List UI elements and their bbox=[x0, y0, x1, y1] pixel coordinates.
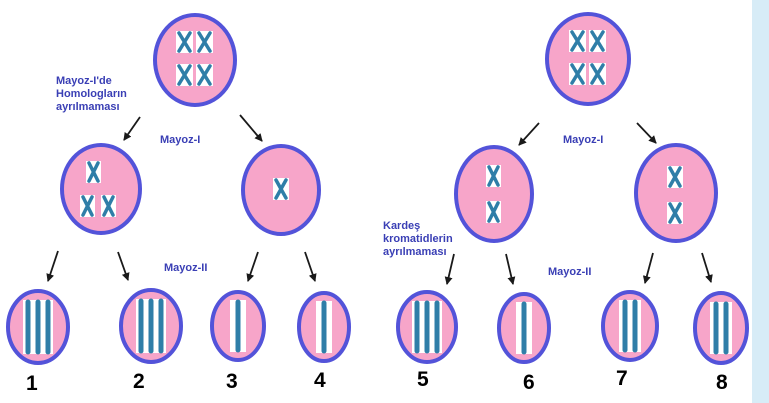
label-line: ayrılmaması bbox=[56, 101, 127, 114]
gamete-4 bbox=[299, 293, 349, 361]
chromosome-x bbox=[176, 31, 193, 53]
arrow bbox=[637, 123, 656, 143]
arrow bbox=[702, 253, 711, 282]
chromosome-x bbox=[486, 165, 501, 187]
chromosome-x bbox=[569, 30, 586, 52]
gamete-3 bbox=[212, 292, 264, 360]
label-meiosis2-right: Mayoz-II bbox=[548, 266, 591, 279]
arrows bbox=[48, 115, 711, 284]
chromosome-x bbox=[569, 63, 586, 85]
arrow bbox=[124, 117, 140, 140]
meiosis1-cell-right-b bbox=[636, 145, 716, 241]
label-line: Homologların bbox=[56, 88, 127, 101]
arrow bbox=[519, 123, 539, 145]
label-line: kromatidlerin bbox=[383, 233, 453, 246]
chromosome-x bbox=[589, 63, 606, 85]
arrow bbox=[118, 252, 128, 280]
gamete-5 bbox=[398, 292, 456, 362]
arrow bbox=[240, 115, 262, 141]
chromosome-x bbox=[273, 178, 289, 200]
label-line: Kardeş bbox=[383, 220, 453, 233]
gamete-number-3: 3 bbox=[226, 370, 238, 394]
arrow bbox=[248, 252, 258, 281]
chromosome-x bbox=[80, 195, 95, 217]
chromosome-x bbox=[196, 31, 213, 53]
label-homolog-nondisjunction: Mayoz-I'de Homologların ayrılmaması bbox=[56, 75, 127, 114]
meiosis1-cell-left-a bbox=[62, 145, 140, 233]
side-panel bbox=[752, 0, 769, 403]
chromosome-x bbox=[101, 195, 116, 217]
label-meiosis1-right: Mayoz-I bbox=[563, 134, 603, 147]
gamete-number-1: 1 bbox=[26, 372, 38, 396]
chromosome-x bbox=[589, 30, 606, 52]
parent-cell-right bbox=[547, 14, 629, 104]
chromosome-x bbox=[667, 166, 683, 188]
gamete-number-6: 6 bbox=[523, 371, 535, 395]
gamete-number-8: 8 bbox=[716, 371, 728, 395]
meiosis1-cell-left-b bbox=[243, 146, 319, 234]
gamete-number-4: 4 bbox=[314, 369, 326, 393]
gamete-7 bbox=[603, 292, 657, 360]
label-line: ayrılmaması bbox=[383, 246, 453, 259]
gamete-1 bbox=[8, 291, 68, 363]
label-line: Mayoz-I'de bbox=[56, 75, 127, 88]
arrow bbox=[305, 252, 315, 281]
label-meiosis2-left: Mayoz-II bbox=[164, 262, 207, 275]
gamete-number-5: 5 bbox=[417, 368, 429, 392]
label-meiosis1-left: Mayoz-I bbox=[160, 134, 200, 147]
gamete-2 bbox=[121, 290, 181, 362]
chromosome-x bbox=[176, 64, 193, 86]
gamete-6 bbox=[499, 294, 549, 362]
parent-cell-left bbox=[155, 15, 235, 105]
gamete-number-7: 7 bbox=[616, 367, 628, 391]
chromosome-x bbox=[667, 202, 683, 224]
arrow bbox=[506, 254, 513, 284]
gamete-number-2: 2 bbox=[133, 370, 145, 394]
chromosome-x bbox=[196, 64, 213, 86]
meiosis1-cell-right-a bbox=[456, 147, 532, 241]
gamete-8 bbox=[695, 293, 747, 363]
chromosome-x bbox=[86, 161, 101, 183]
arrow bbox=[48, 251, 58, 281]
arrow bbox=[645, 253, 653, 283]
label-sister-chromatid-nondisjunction: Kardeş kromatidlerin ayrılmaması bbox=[383, 220, 453, 259]
chromosome-x bbox=[486, 201, 501, 223]
